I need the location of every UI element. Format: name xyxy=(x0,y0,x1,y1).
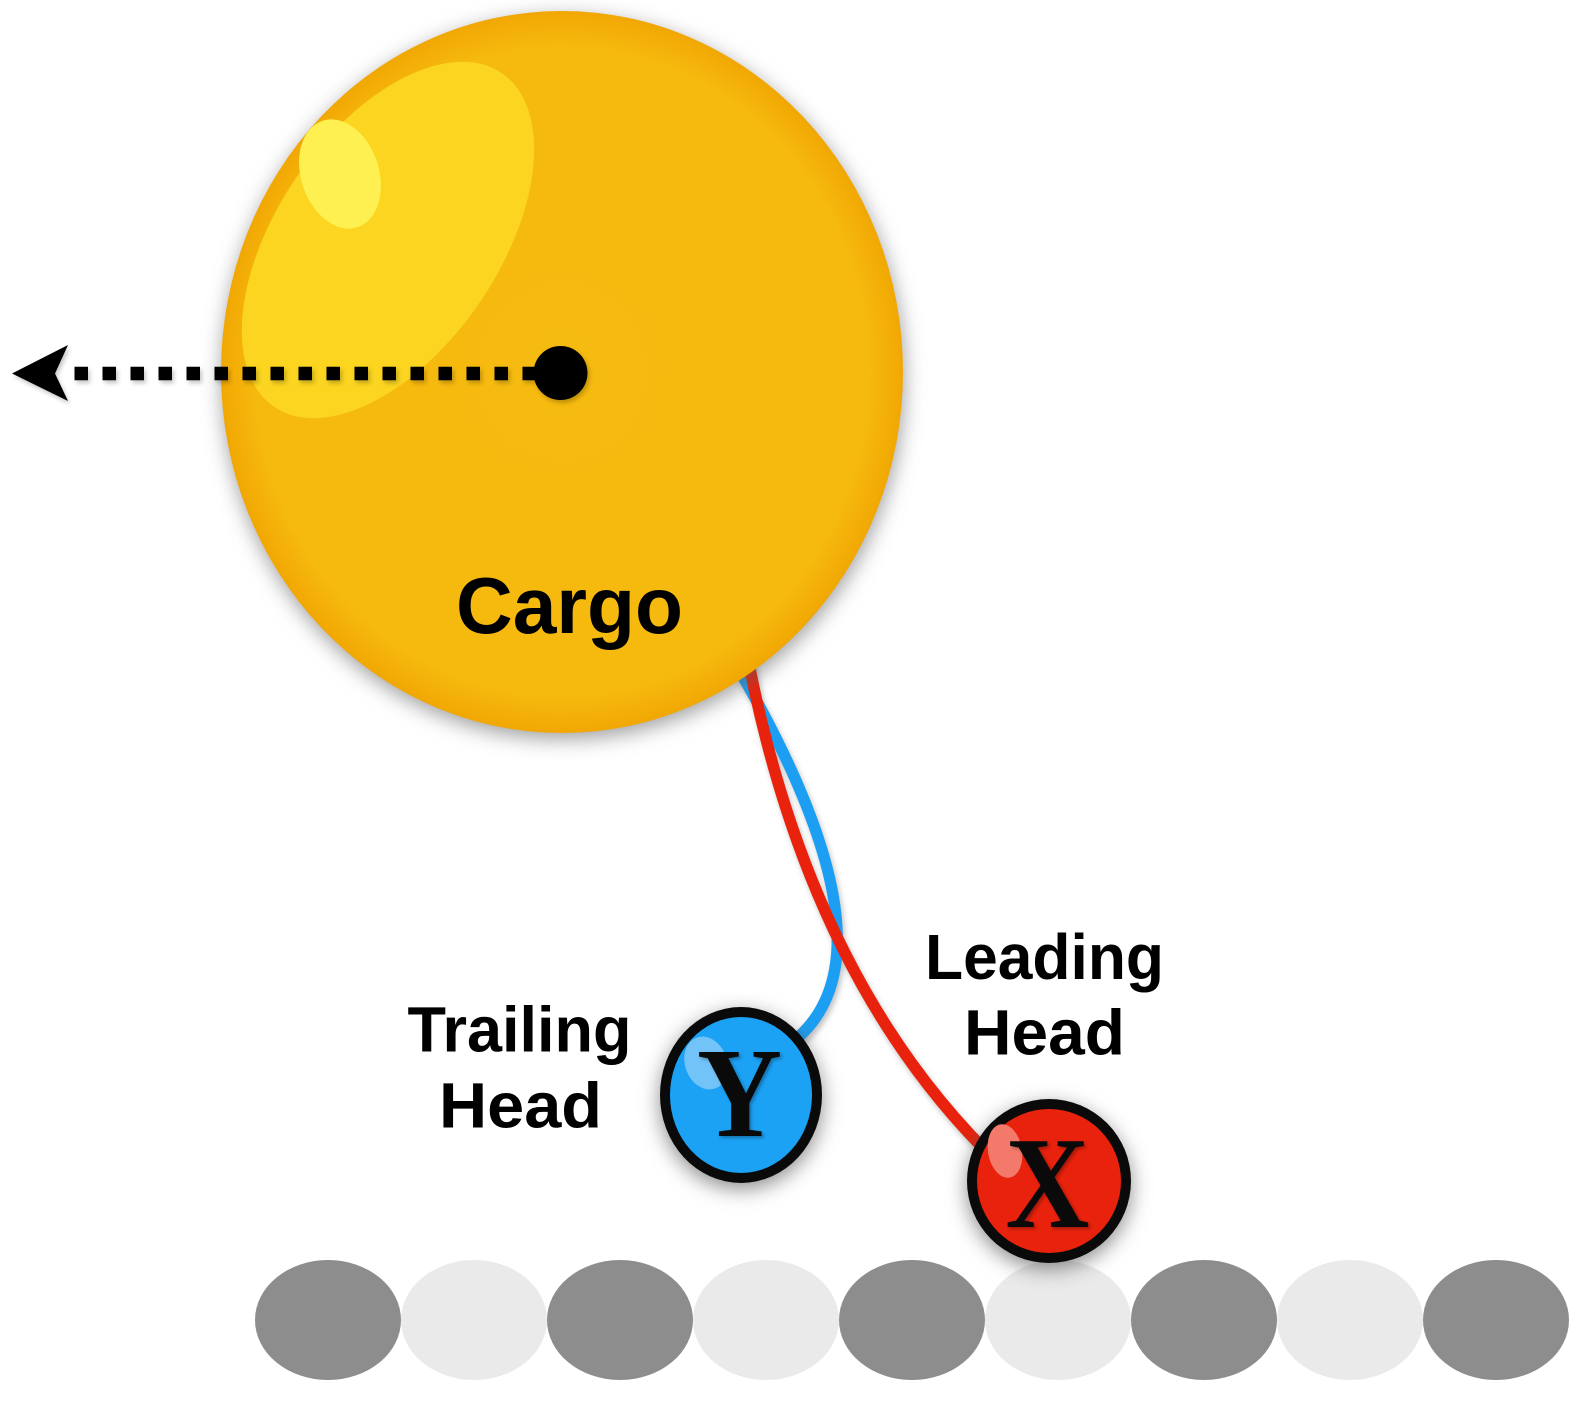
svg-text:Trailing: Trailing xyxy=(408,994,632,1066)
svg-text:Y: Y xyxy=(697,1022,782,1164)
svg-text:Head: Head xyxy=(439,1070,602,1142)
svg-text:Cargo: Cargo xyxy=(456,561,683,650)
svg-text:Leading: Leading xyxy=(925,921,1164,993)
svg-text:X: X xyxy=(1006,1111,1090,1256)
svg-text:Head: Head xyxy=(964,997,1125,1069)
